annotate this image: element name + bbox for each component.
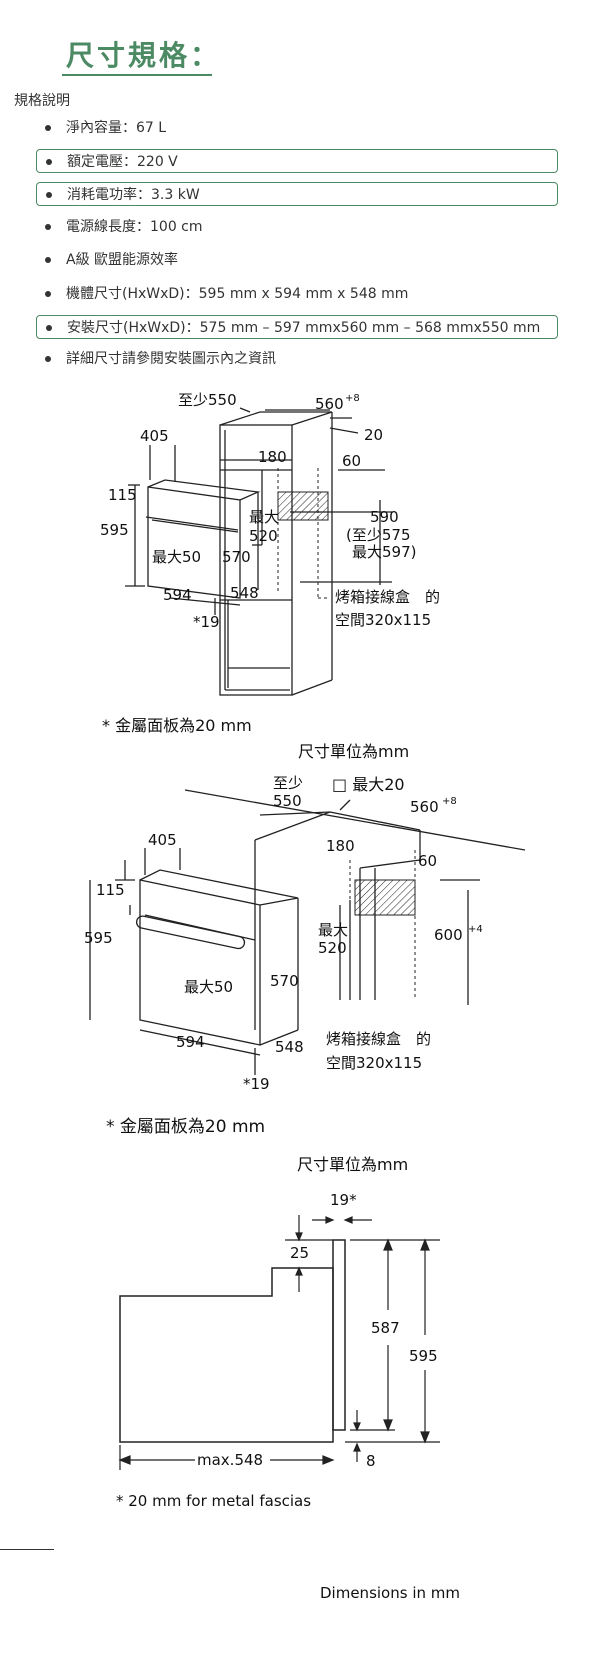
section-subtitle: 規格說明 <box>14 93 70 109</box>
junction-box-label-2: 空間320x115 <box>326 1054 422 1072</box>
junction-box-label-1: 烤箱接線盒 的 <box>326 1030 431 1048</box>
dim-595: 595 <box>100 521 129 539</box>
dim-19: *19 <box>193 613 220 631</box>
spec-item-install-size: 安裝尺寸(HxWxD)：575 mm – 597 mmx560 mm – 568… <box>36 315 558 339</box>
dim-25: 25 <box>290 1244 309 1262</box>
spec-item-voltage: 額定電壓：220 V <box>36 149 558 173</box>
bullet-icon <box>45 257 51 263</box>
diagram1-note: * 金屬面板為20 mm <box>102 716 252 735</box>
dim-max-50: 最大50 <box>152 548 201 566</box>
spec-item-power: 消耗電功率：3.3 kW <box>36 182 558 206</box>
dim-595: 595 <box>84 929 113 947</box>
dim-405: 405 <box>148 831 177 849</box>
dim-max-50: 最大50 <box>184 978 233 996</box>
diagram2-note: * 金屬面板為20 mm <box>106 1117 266 1137</box>
dim-560: 560 <box>315 395 344 413</box>
spec-item-capacity: 淨內容量：67 L <box>36 116 558 140</box>
dim-max-597: 最大597) <box>352 543 416 561</box>
dim-594: 594 <box>163 586 192 604</box>
dim-19: *19 <box>243 1075 270 1093</box>
junction-box-label-2: 空間320x115 <box>335 611 431 629</box>
dim-115: 115 <box>108 486 137 504</box>
dim-548: 548 <box>275 1038 304 1056</box>
dim-60: 60 <box>342 452 361 470</box>
spec-item-energy-class: A級 歐盟能源效率 <box>36 248 558 272</box>
page-title: 尺寸規格： <box>66 39 222 72</box>
dim-max-548: max.548 <box>197 1451 263 1469</box>
diagram3-note: * 20 mm for metal fascias <box>116 1492 312 1510</box>
dim-min-550: 550 <box>273 792 302 810</box>
bullet-icon <box>45 291 51 297</box>
dim-min-word: 至少 <box>273 774 303 792</box>
dim-max-word: 最大 <box>249 508 279 526</box>
bullet-icon <box>45 356 51 362</box>
diagram2-units: 尺寸單位為mm <box>297 1155 409 1174</box>
dim-20: 20 <box>364 426 383 444</box>
dim-595: 595 <box>409 1347 438 1365</box>
bullet-icon <box>46 159 52 165</box>
dim-520: 520 <box>318 939 347 957</box>
under-counter-diagram: 至少 550 □ 最大20 560 +8 405 180 60 115 595 … <box>84 774 526 1093</box>
bullet-icon <box>45 224 51 230</box>
dim-590: 590 <box>370 508 399 526</box>
dim-115: 115 <box>96 881 125 899</box>
diagram1-units: 尺寸單位為mm <box>298 742 410 761</box>
dim-405: 405 <box>140 427 169 445</box>
bullet-icon <box>45 125 51 131</box>
dim-19: 19* <box>330 1191 357 1209</box>
dim-570: 570 <box>270 972 299 990</box>
dim-587: 587 <box>371 1319 400 1337</box>
diagram3-units: Dimensions in mm <box>320 1584 460 1602</box>
dim-min-575: (至少575 <box>346 526 410 544</box>
left-divider <box>0 1549 54 1550</box>
spec-item-body-size: 機體尺寸(HxWxD)：595 mm x 594 mm x 548 mm <box>36 282 558 306</box>
bullet-icon <box>46 325 52 331</box>
dim-max-20: □ 最大20 <box>332 775 405 794</box>
dim-600: 600 <box>434 926 463 944</box>
dim-548: 548 <box>230 584 259 602</box>
dim-520: 520 <box>249 527 278 545</box>
dim-560-tolerance: +8 <box>345 393 360 404</box>
junction-box-label-1: 烤箱接線盒 的 <box>335 588 440 606</box>
dim-600-tolerance: +4 <box>468 924 483 935</box>
spec-item-cable-length: 電源線長度：100 cm <box>36 215 558 239</box>
title-underline <box>62 74 212 76</box>
dim-max-word: 最大 <box>318 921 348 939</box>
dim-570: 570 <box>222 548 251 566</box>
dim-8: 8 <box>366 1452 376 1470</box>
dim-560: 560 <box>410 798 439 816</box>
dim-180: 180 <box>326 837 355 855</box>
dim-min-550: 至少550 <box>178 391 237 409</box>
tall-cabinet-diagram: 至少550 560 +8 20 405 180 60 115 595 最大 52… <box>100 391 440 696</box>
dim-560-tolerance: +8 <box>442 796 457 807</box>
bullet-icon <box>46 192 52 198</box>
spec-item-note: 詳細尺寸請參閱安裝圖示內之資訊 <box>36 347 558 371</box>
dim-60: 60 <box>418 852 437 870</box>
dim-594: 594 <box>176 1033 205 1051</box>
dim-180: 180 <box>258 448 287 466</box>
side-profile-diagram: 19* 25 587 595 max.548 8 <box>118 1191 440 1470</box>
